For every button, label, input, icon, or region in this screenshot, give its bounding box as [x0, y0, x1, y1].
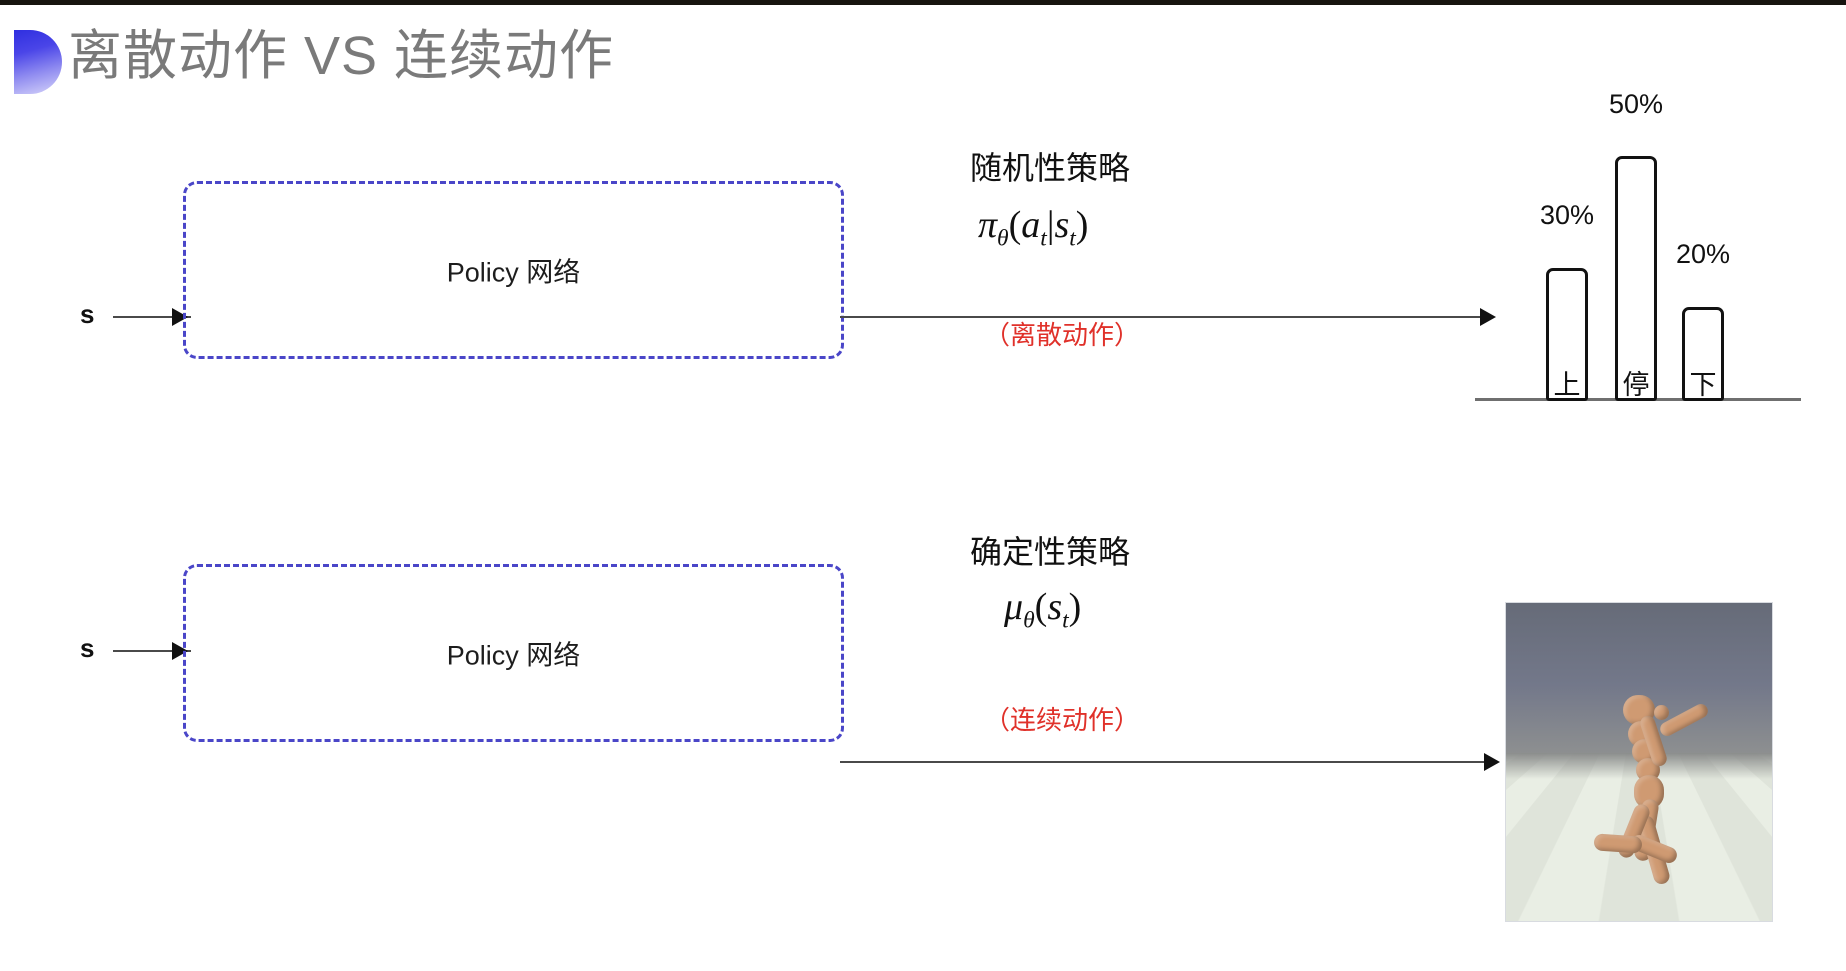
- annotation-title-continuous: 确定性策略: [970, 534, 1131, 570]
- formula-arg-a-subscript: t: [1040, 225, 1047, 252]
- output-arrow-head-discrete: [1480, 308, 1496, 326]
- annotation-note-continuous: （连续动作）: [984, 705, 1141, 735]
- formula-open-paren-2: (: [1034, 586, 1048, 628]
- input-arrow-line-continuous: [113, 650, 191, 652]
- output-arrow-line-discrete: [840, 316, 1488, 318]
- input-arrow-line-discrete: [113, 316, 191, 318]
- humanoid-hand: [1654, 705, 1669, 720]
- humanoid-simulation-image: [1505, 602, 1773, 922]
- policy-network-box-discrete[interactable]: Policy 网络: [183, 181, 844, 359]
- bar-value-label-0: 30%: [1539, 200, 1595, 230]
- formula-subscript-theta-2: θ: [1023, 607, 1035, 634]
- output-arrow-head-continuous: [1484, 753, 1500, 771]
- policy-network-label-continuous: Policy 网络: [446, 640, 581, 671]
- bar-value-label-1: 50%: [1608, 89, 1664, 119]
- formula-arg-s-2: s: [1047, 586, 1063, 628]
- policy-network-label-discrete: Policy 网络: [446, 257, 581, 288]
- formula-symbol-mu: μ: [1004, 586, 1024, 628]
- annotation-formula-continuous: μθ(st): [1004, 585, 1081, 635]
- discrete-action-bar-chart: 30% 上 50% 停 20% 下: [1472, 89, 1804, 401]
- formula-arg-a: a: [1021, 204, 1041, 246]
- output-arrow-line-continuous: [840, 761, 1490, 763]
- bar-value-label-2: 20%: [1675, 239, 1731, 269]
- page-title: 离散动作 VS 连续动作: [68, 26, 615, 86]
- formula-conditional-bar: |: [1046, 204, 1055, 246]
- formula-subscript-theta: θ: [997, 225, 1009, 252]
- bar-rect-1[interactable]: [1615, 156, 1657, 401]
- bar-category-label-0: 上: [1553, 370, 1581, 400]
- formula-symbol-pi: π: [978, 204, 998, 246]
- bar-rect-0[interactable]: [1546, 268, 1588, 401]
- annotation-title-discrete: 随机性策略: [970, 150, 1131, 186]
- title-decor-shape: [14, 30, 62, 94]
- policy-network-box-continuous[interactable]: Policy 网络: [183, 564, 844, 742]
- formula-arg-s: s: [1054, 204, 1070, 246]
- bar-rect-2[interactable]: [1682, 307, 1724, 401]
- annotation-formula-discrete: πθ(at|st): [978, 203, 1088, 253]
- formula-open-paren: (: [1008, 204, 1022, 246]
- bar-category-label-2: 下: [1689, 370, 1717, 400]
- formula-arg-s-subscript: t: [1069, 225, 1076, 252]
- humanoid-foot-back: [1593, 833, 1643, 854]
- input-state-label-continuous: s: [80, 633, 95, 663]
- formula-close-paren: ): [1075, 204, 1089, 246]
- formula-arg-s-subscript-2: t: [1062, 607, 1069, 634]
- input-state-label-discrete: s: [80, 299, 95, 329]
- formula-close-paren-2: ): [1068, 586, 1082, 628]
- annotation-note-discrete-visible: （离散动作）: [984, 320, 1141, 350]
- bar-category-label-1: 停: [1622, 370, 1650, 400]
